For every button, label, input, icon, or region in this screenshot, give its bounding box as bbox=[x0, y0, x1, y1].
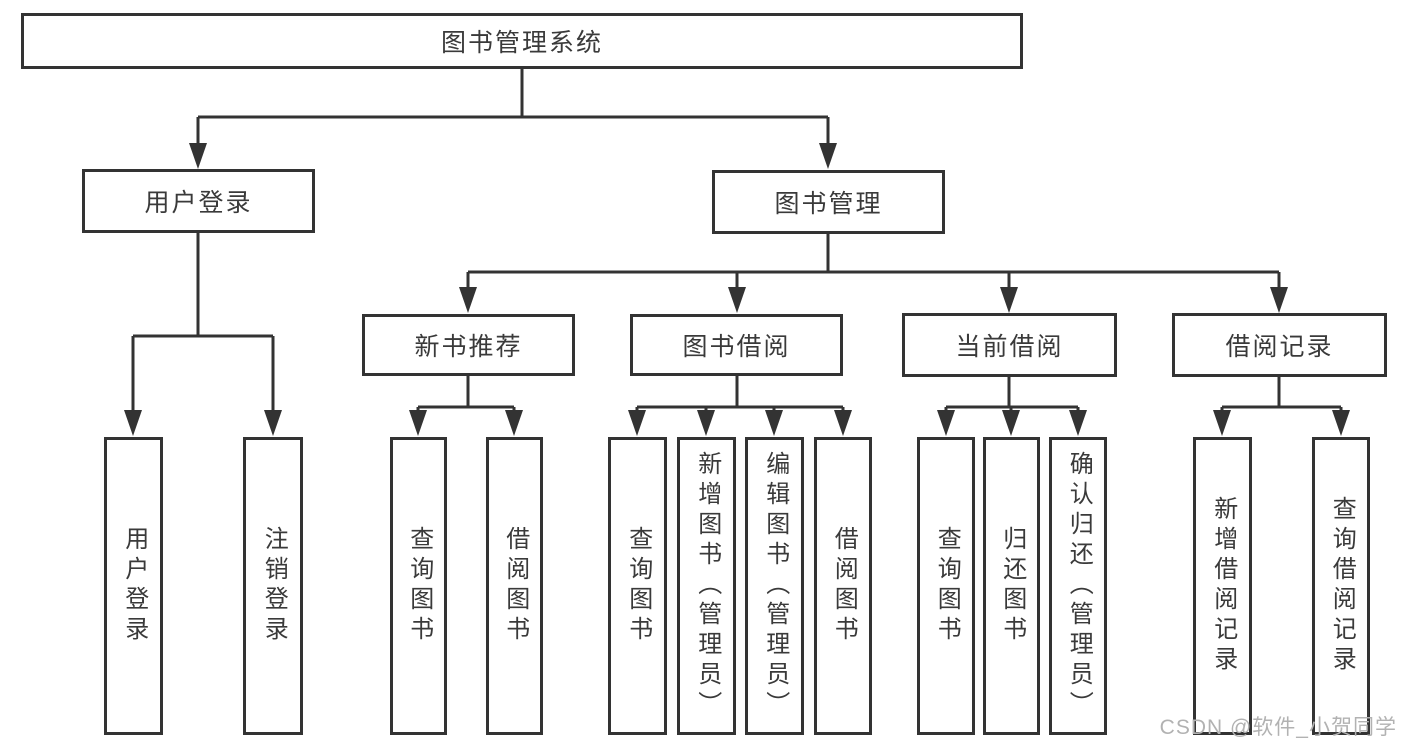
csdn-watermark: CSDN @软件_小贺同学 bbox=[1159, 716, 1397, 739]
node-book-borrowing-label: 图书借阅 bbox=[682, 333, 791, 361]
node-current-borrowing-label: 当前借阅 bbox=[955, 333, 1064, 361]
leaf-add-borrow-record-label: 新增借阅记录 bbox=[1209, 496, 1237, 676]
leaf-return-books: 归还图书 bbox=[983, 437, 1040, 735]
leaf-user-login: 用户登录 bbox=[104, 437, 163, 735]
leaf-query-books-borrow-label: 查询图书 bbox=[624, 526, 652, 646]
node-new-book-recommendation-label: 新书推荐 bbox=[414, 333, 523, 361]
node-root-library-system: 图书管理系统 bbox=[21, 13, 1023, 69]
leaf-logout: 注销登录 bbox=[243, 437, 303, 735]
leaf-edit-books-admin-label: 编辑图书（管理员） bbox=[761, 451, 789, 721]
node-book-management-label: 图书管理 bbox=[774, 190, 883, 218]
node-user-login-label: 用户登录 bbox=[144, 189, 253, 217]
node-current-borrowing: 当前借阅 bbox=[902, 313, 1117, 377]
leaf-borrow-books-recommend-label: 借阅图书 bbox=[501, 526, 529, 646]
leaf-query-books-current: 查询图书 bbox=[917, 437, 975, 735]
leaf-add-books-admin: 新增图书（管理员） bbox=[677, 437, 736, 735]
leaf-user-login-label: 用户登录 bbox=[120, 526, 148, 646]
node-new-book-recommendation: 新书推荐 bbox=[362, 314, 575, 376]
leaf-return-books-label: 归还图书 bbox=[998, 526, 1026, 646]
node-borrowing-records-label: 借阅记录 bbox=[1225, 333, 1334, 361]
leaf-query-books-borrow: 查询图书 bbox=[608, 437, 667, 735]
leaf-borrow-books-recommend: 借阅图书 bbox=[486, 437, 543, 735]
leaf-borrow-books: 借阅图书 bbox=[814, 437, 872, 735]
node-book-management: 图书管理 bbox=[712, 170, 945, 234]
leaf-query-books-recommend-label: 查询图书 bbox=[405, 526, 433, 646]
leaf-query-books-current-label: 查询图书 bbox=[933, 526, 961, 646]
node-user-login: 用户登录 bbox=[82, 169, 315, 233]
leaf-query-borrow-record-label: 查询借阅记录 bbox=[1328, 496, 1356, 676]
node-book-borrowing: 图书借阅 bbox=[630, 314, 843, 376]
leaf-query-borrow-record: 查询借阅记录 bbox=[1312, 437, 1370, 735]
leaf-query-books-recommend: 查询图书 bbox=[390, 437, 447, 735]
leaf-add-books-admin-label: 新增图书（管理员） bbox=[693, 451, 721, 721]
leaf-borrow-books-label: 借阅图书 bbox=[830, 526, 858, 646]
node-root-label: 图书管理系统 bbox=[440, 29, 603, 57]
leaf-confirm-return-admin-label: 确认归还（管理员） bbox=[1065, 451, 1093, 721]
node-borrowing-records: 借阅记录 bbox=[1172, 313, 1387, 377]
leaf-edit-books-admin: 编辑图书（管理员） bbox=[745, 437, 804, 735]
leaf-add-borrow-record: 新增借阅记录 bbox=[1193, 437, 1252, 735]
leaf-logout-label: 注销登录 bbox=[260, 526, 288, 646]
leaf-confirm-return-admin: 确认归还（管理员） bbox=[1049, 437, 1107, 735]
